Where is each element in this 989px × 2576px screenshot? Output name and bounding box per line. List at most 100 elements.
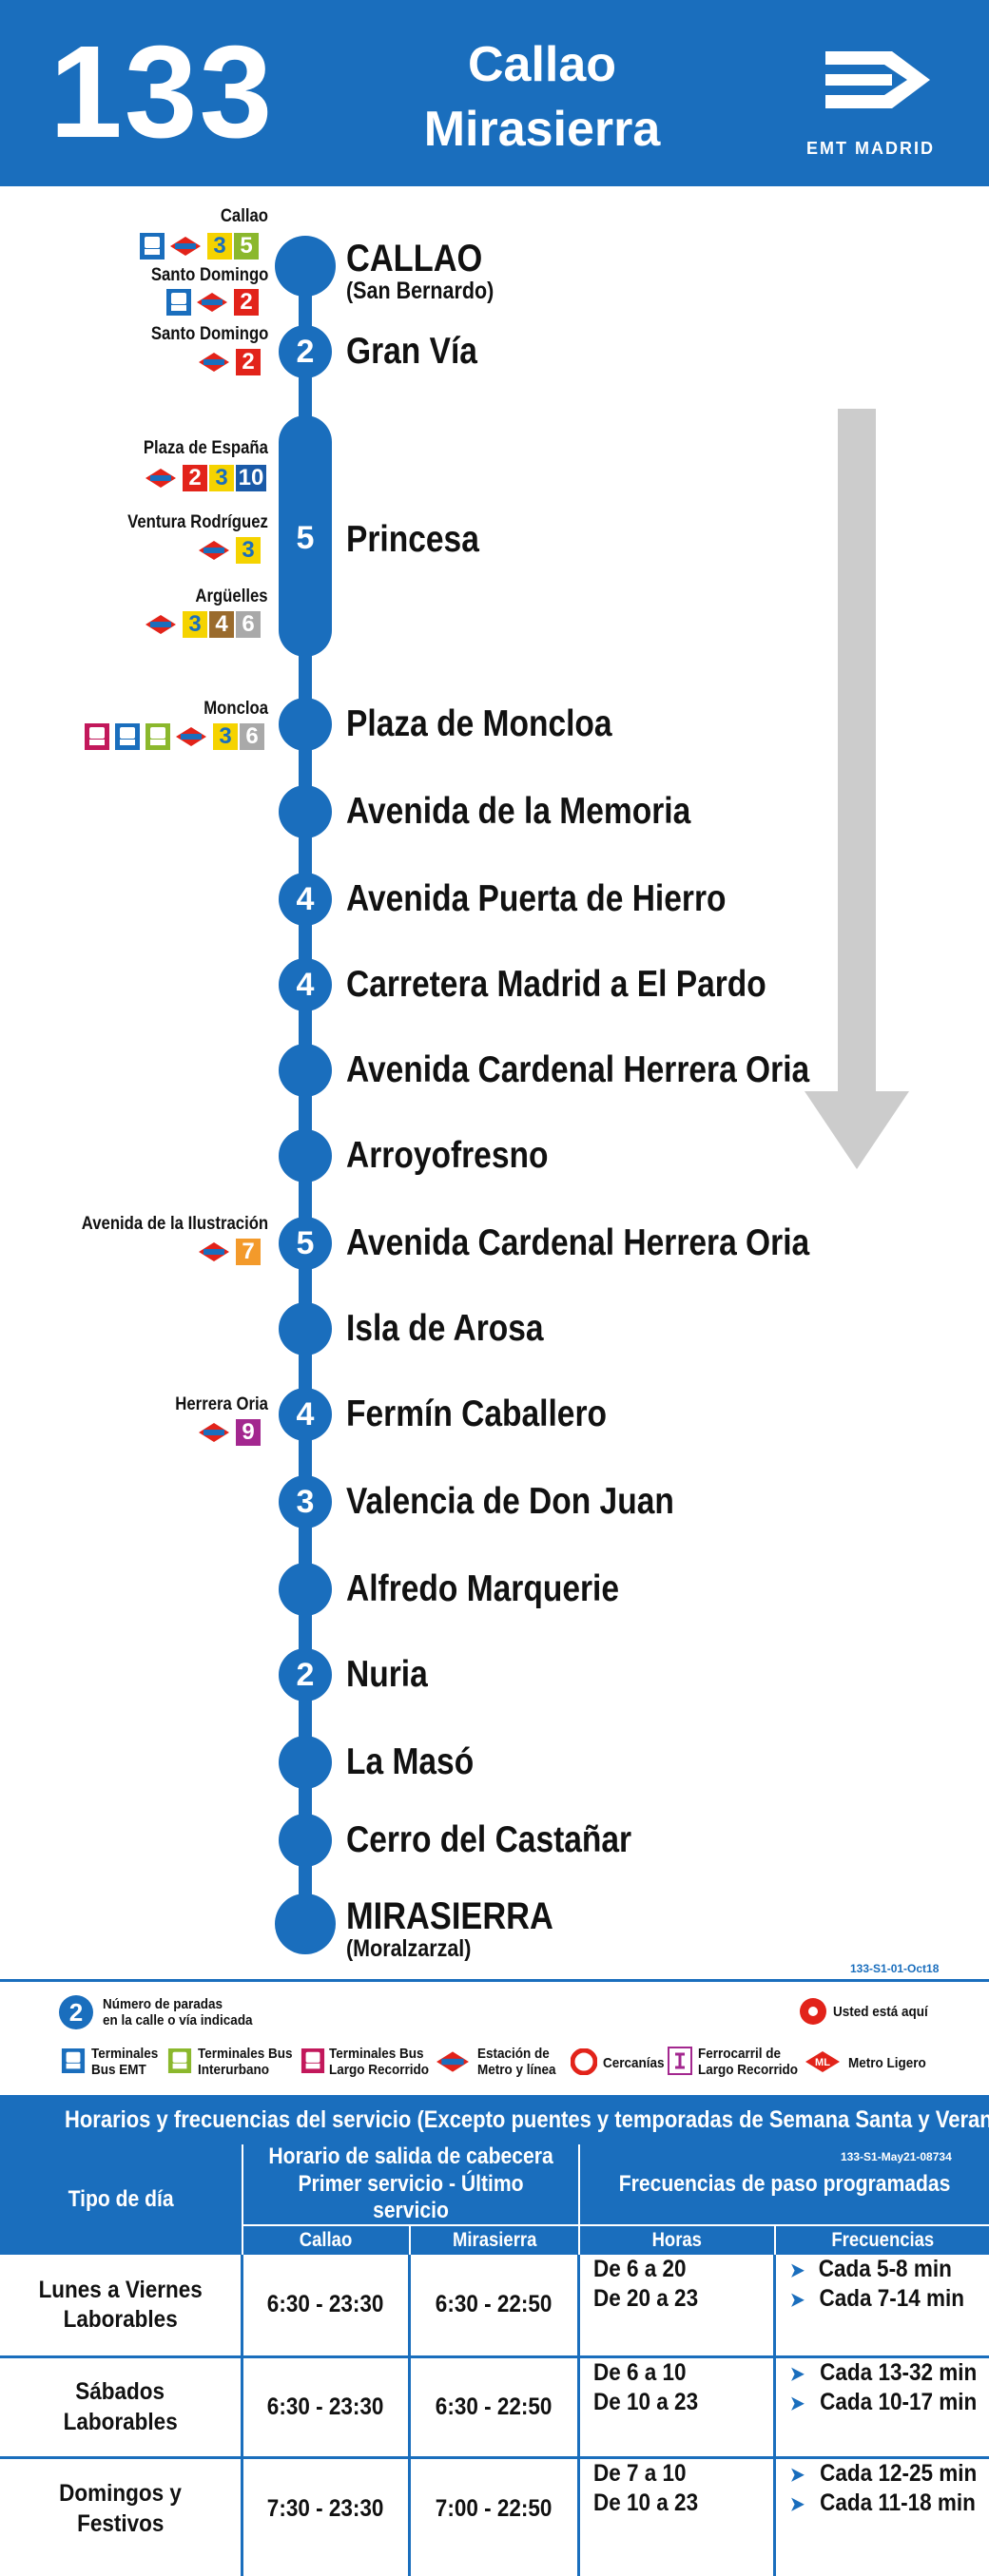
cell-text: 6:30 - 23:30	[267, 2393, 384, 2420]
connection-callao: 3 5	[139, 232, 259, 260]
cell-text: Cada 7-14 min	[819, 2285, 964, 2313]
stop-count-badge: 4	[279, 873, 332, 926]
schedule-reference-code: 133-S1-May21-08734	[841, 2150, 952, 2163]
metro-line-badge: 2	[236, 349, 261, 375]
stop-name: Avenida Cardenal Herrera Oria	[346, 1222, 810, 1263]
day-type-line: Lunes a Viernes	[38, 2276, 203, 2303]
connection-label: Plaza de España	[143, 438, 268, 458]
metro-icon	[436, 2051, 469, 2072]
schedule-title-text: Horarios y frecuencias del servicio (Exc…	[64, 2106, 989, 2133]
you-are-here-icon	[800, 1998, 826, 2025]
connection-label: Santo Domingo	[150, 324, 268, 344]
stop-marker	[279, 785, 332, 838]
cell-text: 7:30 - 23:30	[267, 2494, 384, 2522]
schedule-table: Horarios y frecuencias del servicio (Exc…	[0, 2095, 989, 2576]
frequency-line: ➤Cada 11-18 min	[789, 2489, 984, 2518]
princesa-segment	[279, 415, 332, 657]
stop-name: Plaza de Moncloa	[346, 703, 612, 744]
svg-text:ML: ML	[815, 2057, 830, 2068]
header-text: Frecuencias	[831, 2229, 934, 2252]
connection-ventura-rodriguez: 3	[198, 536, 261, 565]
metro-line-badge: 3	[183, 611, 207, 638]
metro-line-badge: 3	[207, 233, 232, 260]
cell-text: Cada 11-18 min	[819, 2489, 976, 2517]
destination-terminus: Mirasierra	[423, 102, 661, 157]
stop-count-badge: 2	[279, 1648, 332, 1701]
stop-count-badge: 2	[279, 325, 332, 378]
hours-line: De 6 a 10	[593, 2359, 687, 2386]
interurban-bus-icon	[167, 2048, 192, 2073]
stop-count-badge: 4	[279, 1388, 332, 1441]
header-text: Mirasierra	[452, 2229, 537, 2252]
day-type-line: Laborables	[63, 2408, 178, 2435]
arrow-icon: ➤	[789, 2260, 805, 2281]
stop-marker	[279, 1129, 332, 1182]
legend-text-line: Terminales	[91, 2046, 159, 2062]
metro-icon	[197, 293, 227, 312]
metro-icon	[199, 1423, 229, 1442]
stop-count-legend-icon: 2	[59, 1995, 93, 2029]
stop-count-badge: 3	[279, 1475, 332, 1528]
frequency-cell: ➤Cada 5-8 min ➤Cada 7-14 min	[776, 2255, 989, 2355]
connection-label: Herrera Oria	[175, 1394, 268, 1414]
connection-label: Avenida de la Ilustración	[81, 1214, 268, 1234]
header-departures: Horario de salida de cabecera Primer ser…	[243, 2143, 578, 2224]
stop-name: Arroyofresno	[346, 1135, 549, 1176]
subheader-frequencies: Frecuencias	[776, 2226, 989, 2255]
bus-terminal-icon	[61, 2048, 86, 2073]
stop-marker-callao	[275, 236, 336, 297]
stop-name: La Masó	[346, 1741, 475, 1782]
grid-line	[408, 2255, 411, 2576]
cell-text: Cada 5-8 min	[818, 2256, 952, 2282]
day-type-line: Laborables	[63, 2306, 178, 2333]
legend-cercanias: Cercanías	[603, 2055, 665, 2071]
header-text: Callao	[300, 2229, 353, 2252]
connection-label: Moncloa	[204, 699, 268, 719]
subheader-mirasierra: Mirasierra	[411, 2226, 578, 2255]
connection-label: Santo Domingo	[150, 265, 268, 285]
connection-label: Argüelles	[195, 586, 268, 606]
header-text: Tipo de día	[68, 2185, 174, 2212]
metro-line-badge: 6	[240, 723, 264, 750]
stop-name: Nuria	[346, 1654, 428, 1695]
cercanias-icon	[571, 2048, 597, 2075]
stop-name: Gran Vía	[346, 331, 477, 372]
emt-logo-icon	[825, 51, 930, 108]
legend-text-line: Interurbano	[198, 2061, 270, 2078]
header-bar: 133 Callao Mirasierra EMT MADRID	[0, 0, 989, 186]
bus-terminal-icon	[140, 233, 165, 260]
metro-icon	[199, 353, 229, 372]
stop-marker	[279, 1302, 332, 1355]
metro-icon	[145, 469, 176, 488]
metro-line-badge: 7	[236, 1239, 261, 1265]
grid-line	[0, 2355, 989, 2358]
cell-text: Cada 10-17 min	[819, 2389, 978, 2416]
hours-line: De 6 a 20	[593, 2256, 687, 2282]
cell-text: 6:30 - 23:30	[267, 2291, 384, 2318]
header-day-type: Tipo de día	[0, 2144, 242, 2255]
mirasierra-departures: 6:30 - 22:50	[411, 2255, 577, 2355]
bus-terminal-icon	[115, 723, 140, 750]
long-distance-bus-icon	[85, 723, 109, 750]
stop-name: Alfredo Marquerie	[346, 1568, 620, 1609]
stop-name: CALLAO	[346, 238, 483, 279]
cell-text: 6:30 - 22:50	[436, 2393, 553, 2420]
arrow-icon: ➤	[789, 2393, 805, 2415]
subheader-hours: Horas	[580, 2226, 774, 2255]
connection-herrera-oria: 9	[198, 1418, 261, 1447]
stop-name: Avenida Cardenal Herrera Oria	[346, 1049, 810, 1090]
legend-light-rail: Metro Ligero	[848, 2055, 926, 2071]
stop-marker	[279, 1814, 332, 1867]
stop-count-badge: 5	[279, 1217, 332, 1270]
stop-marker	[279, 1044, 332, 1097]
connection-santo-domingo: 2	[198, 348, 261, 376]
callao-departures: 6:30 - 23:30	[243, 2255, 408, 2355]
stop-name: MIRASIERRA	[346, 1895, 553, 1937]
